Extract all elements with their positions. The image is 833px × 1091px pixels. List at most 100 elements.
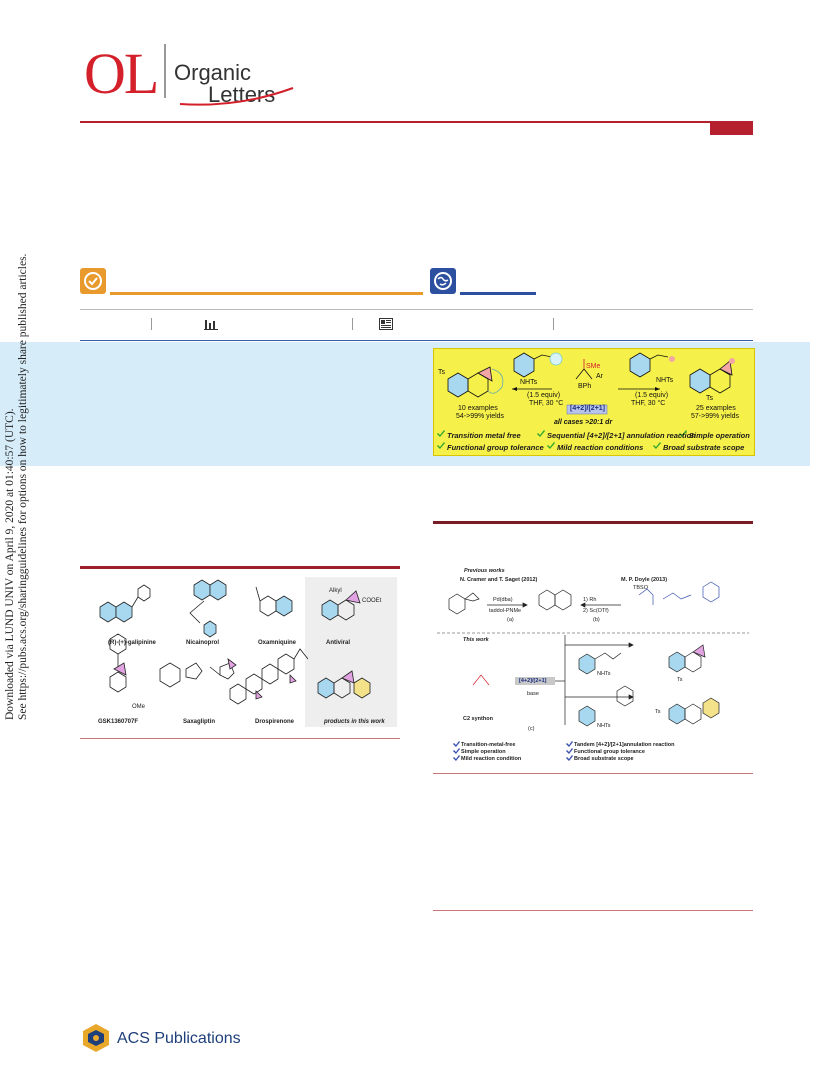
toc-check-label: Sequential [4+2]/[2+1] annulation reacti… [547,431,696,440]
fig2-annulation: [4+2]/[2+1] [519,678,547,684]
fig1-label-galipinine: (R)-(+)-galipinine [108,640,156,646]
journal-name-line2: Letters [208,82,276,107]
figure1: (R)-(+)-galipinine Nicainoprol Oxamniqui… [80,571,400,733]
journal-name-line1: Organic [174,60,252,85]
fig2-label-a: (a) [507,617,514,623]
toc-reagent-ar: Ar [596,373,603,380]
metrics-top-rule [80,309,753,310]
header-rule [80,121,753,123]
toc-reagent-bph: BPh [578,383,592,390]
open-access-rule [110,292,423,295]
sharing-guidelines-notice: See https://pubs.acs.org/sharingguidelin… [17,253,29,720]
fig2-tbso: TBSO [633,585,648,591]
toc-annulation: [4+2]/[2+1] [570,405,606,412]
article-recommendations-icon[interactable] [379,318,393,330]
fig1-label-antiviral: Antiviral [326,640,351,646]
metrics-chart-icon[interactable] [204,318,218,330]
metrics-separator [553,318,554,330]
check-icon [537,430,545,437]
fig2-label-c: (c) [528,726,535,732]
fig1-antiviral-alkyl: Alkyl [329,588,342,594]
toc-solvent-left: THF, 30 °C [529,400,564,407]
right-column-rule [433,521,753,524]
check-circle-icon [84,272,102,290]
fig2-check-left: Simple operation [461,749,506,755]
toc-reaction-scheme [437,352,735,449]
toc-check-label: Functional group tolerance [447,443,544,452]
fig2-step-b1: 1) Rh [583,597,597,603]
toc-left-yield: 54->99% yields [456,413,505,420]
check-icon [653,442,661,449]
fig1-label-drospirenone: Drospirenone [255,719,295,725]
fig2-nhts-bottom: NHTs [597,723,611,729]
globe-icon [434,272,452,290]
fig1-label-nicainoprol: Nicainoprol [186,640,220,646]
figure2: Previous works N. Cramer and T. Saget (2… [433,565,753,772]
fig2-ts-top: Ts [677,677,683,683]
check-icon [679,430,687,437]
right-column-bottom-rule [433,910,753,911]
toc-cond-right: (1.5 equiv) [635,392,669,399]
fig2-check-right: Functional group tolerance [574,749,645,755]
logo-divider [164,44,166,98]
check-icon [547,442,555,449]
toc-ts-label: Ts [438,369,445,376]
toc-graphic: Ts 10 examples 54->99% yields NHTs (1.5 … [433,348,755,456]
publisher-name: ACS Publications [117,1030,241,1047]
download-notice: Downloaded via LUND UNIV on April 9, 202… [4,408,16,720]
toc-cond-left: (1.5 equiv) [527,392,561,399]
toc-solvent-right: THF, 30 °C [631,400,666,407]
fig2-catalyst-a2: taddol-PNMe [489,608,522,614]
figure2-bottom-rule [433,773,753,774]
fig2-c2-synthon: C2 synthon [463,716,493,722]
fig2-check-right: Tandem [4+2]/[2+1]annulation reaction [574,742,675,748]
fig2-previous-works: Previous works [464,568,505,574]
fig1-antiviral-ester: COOEt [362,598,382,604]
fig2-check-left: Transition-metal-free [461,742,516,748]
fig1-label-gsk: GSK1360707F [98,719,139,725]
toc-check-label: Broad substrate scope [663,443,745,452]
toc-reagent: SMe [586,363,601,370]
toc-check-label: Mild reaction conditions [557,443,644,452]
metrics-separator [151,318,152,330]
journal-logo-letters: OL [84,41,159,106]
fig2-step-b2: 2) Sc(OTf) [583,608,609,614]
figure1-structures [99,577,397,727]
figure2-schemes [437,581,749,761]
open-access-badge[interactable] [80,268,106,294]
fig2-label-b: (b) [593,617,600,623]
fig1-label-this-work: products in this work [324,719,385,725]
acs-logo-icon [83,1024,109,1052]
check-icon-group [453,741,573,761]
toc-right-yield: 57->99% yields [691,413,740,420]
toc-check-label: Simple operation [689,431,750,440]
toc-nhts-left: NHTs [520,379,538,386]
toc-dr: all cases >20:1 dr [554,419,613,426]
fig2-base: base [527,691,539,697]
toc-check-label: Transition metal free [447,431,521,440]
toc-nhts-right: NHTs [656,377,674,384]
fig2-check-left: Mild reaction condition [461,756,522,762]
fig2-nhts-top: NHTs [597,671,611,677]
fig2-this-work: This work [463,637,489,643]
fig2-author-b: M. P. Doyle (2013) [621,577,668,583]
global-access-badge[interactable] [430,268,456,294]
logo-swoosh-icon [179,87,294,106]
metrics-bottom-rule [80,340,753,341]
fig2-author-a: N. Cramer and T. Saget (2012) [460,577,538,583]
fig2-catalyst-a1: Pd(dba) [493,597,513,603]
check-icon [437,430,445,437]
fig2-ts-bottom: Ts [655,709,661,715]
check-icon [437,442,445,449]
toc-left-count: 10 examples [458,405,498,412]
fig1-label-saxagliptin: Saxagliptin [183,719,216,725]
toc-right-count: 25 examples [696,405,736,412]
header-tab [710,122,753,135]
figure1-top-rule [80,566,400,569]
fig2-check-right: Broad substrate scope [574,756,634,762]
fig1-label-oxamniquine: Oxamniquine [258,640,297,646]
global-access-rule [460,292,536,295]
fig1-ome: OMe [132,704,146,710]
figure1-bottom-rule [80,738,400,739]
metrics-separator [352,318,353,330]
